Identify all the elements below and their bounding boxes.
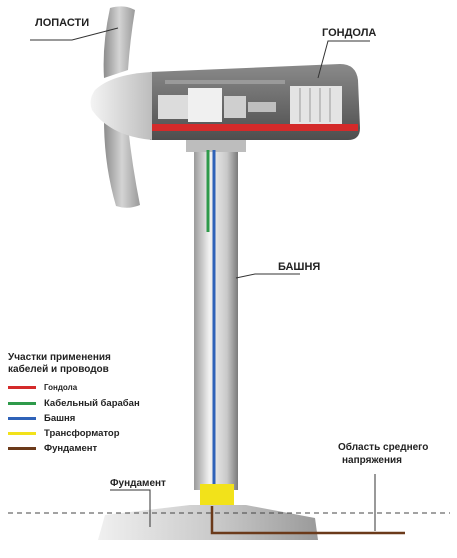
cable-foundation-line — [210, 506, 405, 535]
legend-item-tower: Башня — [8, 412, 75, 425]
legend-item-nacelle: Гондола — [8, 381, 77, 394]
foundation-label: Фундамент — [110, 478, 166, 489]
legend-label-nacelle: Гондола — [44, 383, 78, 392]
blade-lower — [104, 120, 140, 208]
blade-upper — [103, 6, 135, 78]
tower-label: БАШНЯ — [278, 261, 321, 273]
nacelle — [150, 64, 360, 140]
rotor — [90, 6, 152, 208]
leader-foundation — [110, 489, 151, 527]
legend-title-line-2: кабелей и проводов — [8, 364, 109, 375]
legend-label-foundation: Фундамент — [44, 443, 98, 454]
legend-label-transformer: Трансформатор — [44, 428, 120, 439]
legend-label-tower: Башня — [44, 413, 76, 424]
legend-swatch-cable-drum — [8, 402, 36, 405]
blades-label: ЛОПАСТИ — [35, 17, 90, 29]
legend-swatch-transformer — [8, 432, 36, 435]
legend-item-transformer: Трансформатор — [8, 427, 120, 440]
mv-area-label-2: напряжения — [342, 455, 402, 466]
transformer-box — [200, 484, 234, 506]
legend-title: Участки применения кабелей и проводов — [8, 352, 148, 376]
legend-item-foundation: Фундамент — [8, 442, 97, 455]
leader-tower — [235, 273, 300, 279]
mv-area-label-1: Область среднего — [338, 442, 429, 453]
legend-swatch-foundation — [8, 447, 36, 450]
foundation-slab — [98, 505, 318, 540]
legend-title-line-1: Участки применения — [8, 352, 111, 363]
legend-swatch-tower — [8, 417, 36, 420]
legend-swatch-nacelle — [8, 386, 36, 389]
legend-label-cable-drum: Кабельный барабан — [44, 398, 140, 409]
hub — [90, 72, 152, 140]
legend-item-cable-drum: Кабельный барабан — [8, 397, 140, 410]
tower — [186, 140, 246, 490]
nacelle-label: ГОНДОЛА — [322, 27, 377, 39]
leader-nacelle — [317, 40, 370, 79]
leader-blades — [30, 27, 119, 41]
